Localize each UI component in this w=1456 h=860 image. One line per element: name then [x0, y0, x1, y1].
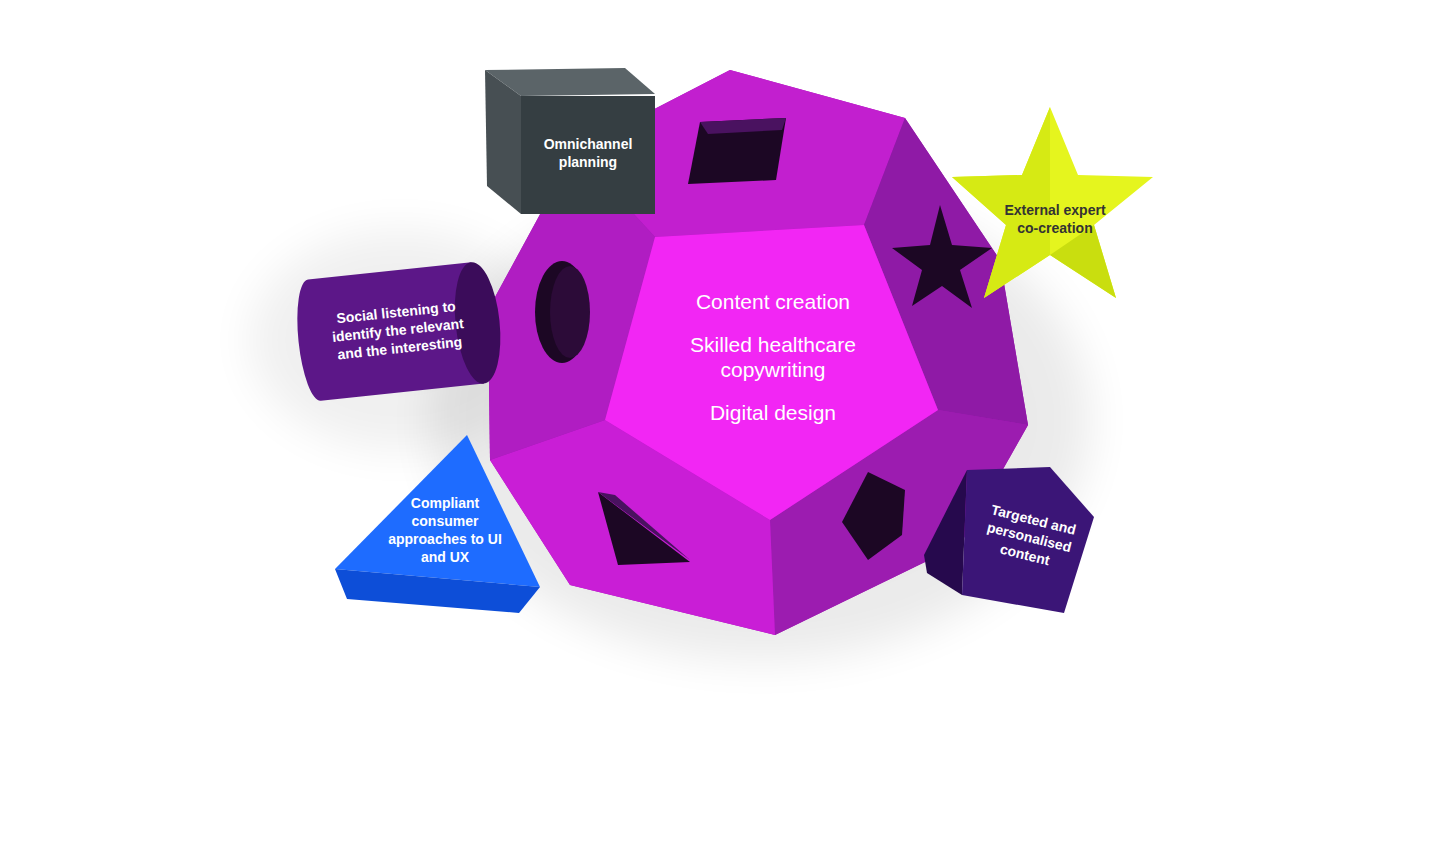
- service-text: Content creation: [696, 289, 850, 314]
- text-area: Omnichannel planning: [523, 98, 653, 210]
- text-area: Social listening to identify the relevan…: [313, 270, 483, 392]
- shape-label: Compliant consumer approaches to UI and …: [380, 495, 510, 567]
- triangle-prism: Compliant consumer approaches to UI and …: [335, 435, 540, 615]
- shape-label: Targeted and personalised content: [965, 498, 1092, 579]
- pentagon-prism: Targeted and personalised content: [922, 465, 1097, 615]
- text-area: External expert co-creation: [995, 185, 1115, 255]
- text-area: Compliant consumer approaches to UI and …: [380, 490, 510, 572]
- shape-label: Omnichannel planning: [523, 136, 653, 172]
- service-text: Digital design: [710, 400, 836, 425]
- star-block: External expert co-creation: [950, 105, 1155, 300]
- service-text: Skilled healthcare copywriting: [645, 332, 901, 382]
- shape-label: External expert co-creation: [995, 202, 1115, 238]
- pentagon-face: Content creationSkilled healthcare copyw…: [605, 222, 941, 522]
- shape-label: Social listening to identify the relevan…: [316, 296, 481, 366]
- cylinder-block: Social listening to identify the relevan…: [296, 256, 506, 406]
- text-area: Content creationSkilled healthcare copyw…: [645, 277, 901, 437]
- cube-block: Omnichannel planning: [485, 68, 657, 214]
